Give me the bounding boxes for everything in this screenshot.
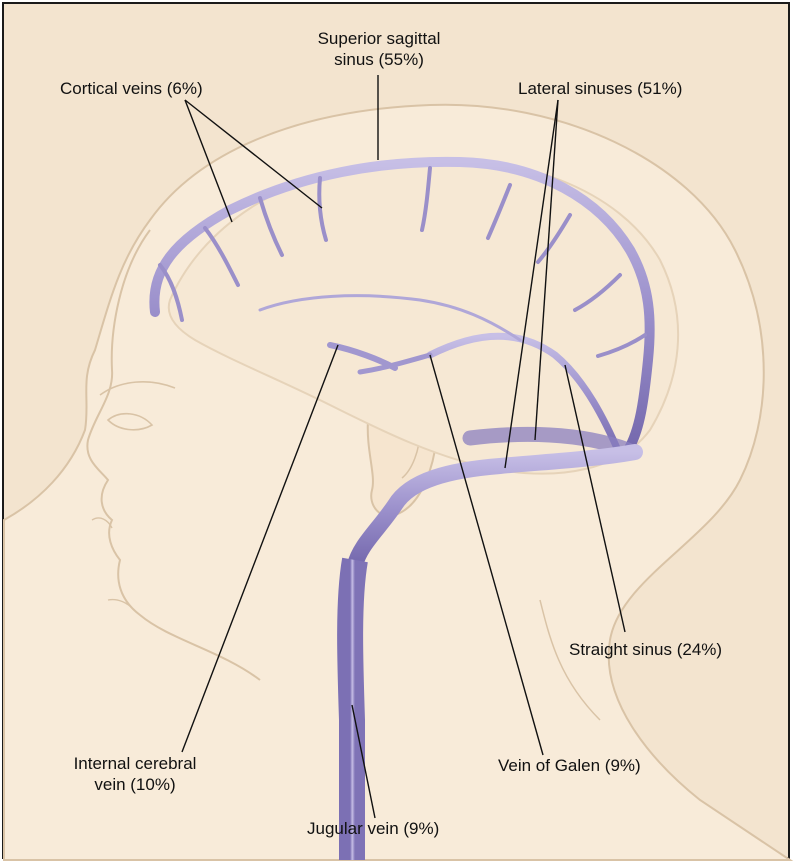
label-line-2: vein (10%) bbox=[40, 774, 230, 795]
label-straight-sinus: Straight sinus (24%) bbox=[569, 639, 722, 660]
label-cortical-veins: Cortical veins (6%) bbox=[60, 78, 203, 99]
label-line-1: Superior sagittal bbox=[290, 28, 468, 49]
label-internal-cerebral-vein: Internal cerebral vein (10%) bbox=[40, 753, 230, 795]
label-line-1: Internal cerebral bbox=[40, 753, 230, 774]
label-jugular-vein: Jugular vein (9%) bbox=[307, 818, 439, 839]
label-lateral-sinuses: Lateral sinuses (51%) bbox=[518, 78, 682, 99]
label-line-2: sinus (55%) bbox=[290, 49, 468, 70]
label-superior-sagittal-sinus: Superior sagittal sinus (55%) bbox=[290, 28, 468, 70]
label-vein-of-galen: Vein of Galen (9%) bbox=[498, 755, 641, 776]
